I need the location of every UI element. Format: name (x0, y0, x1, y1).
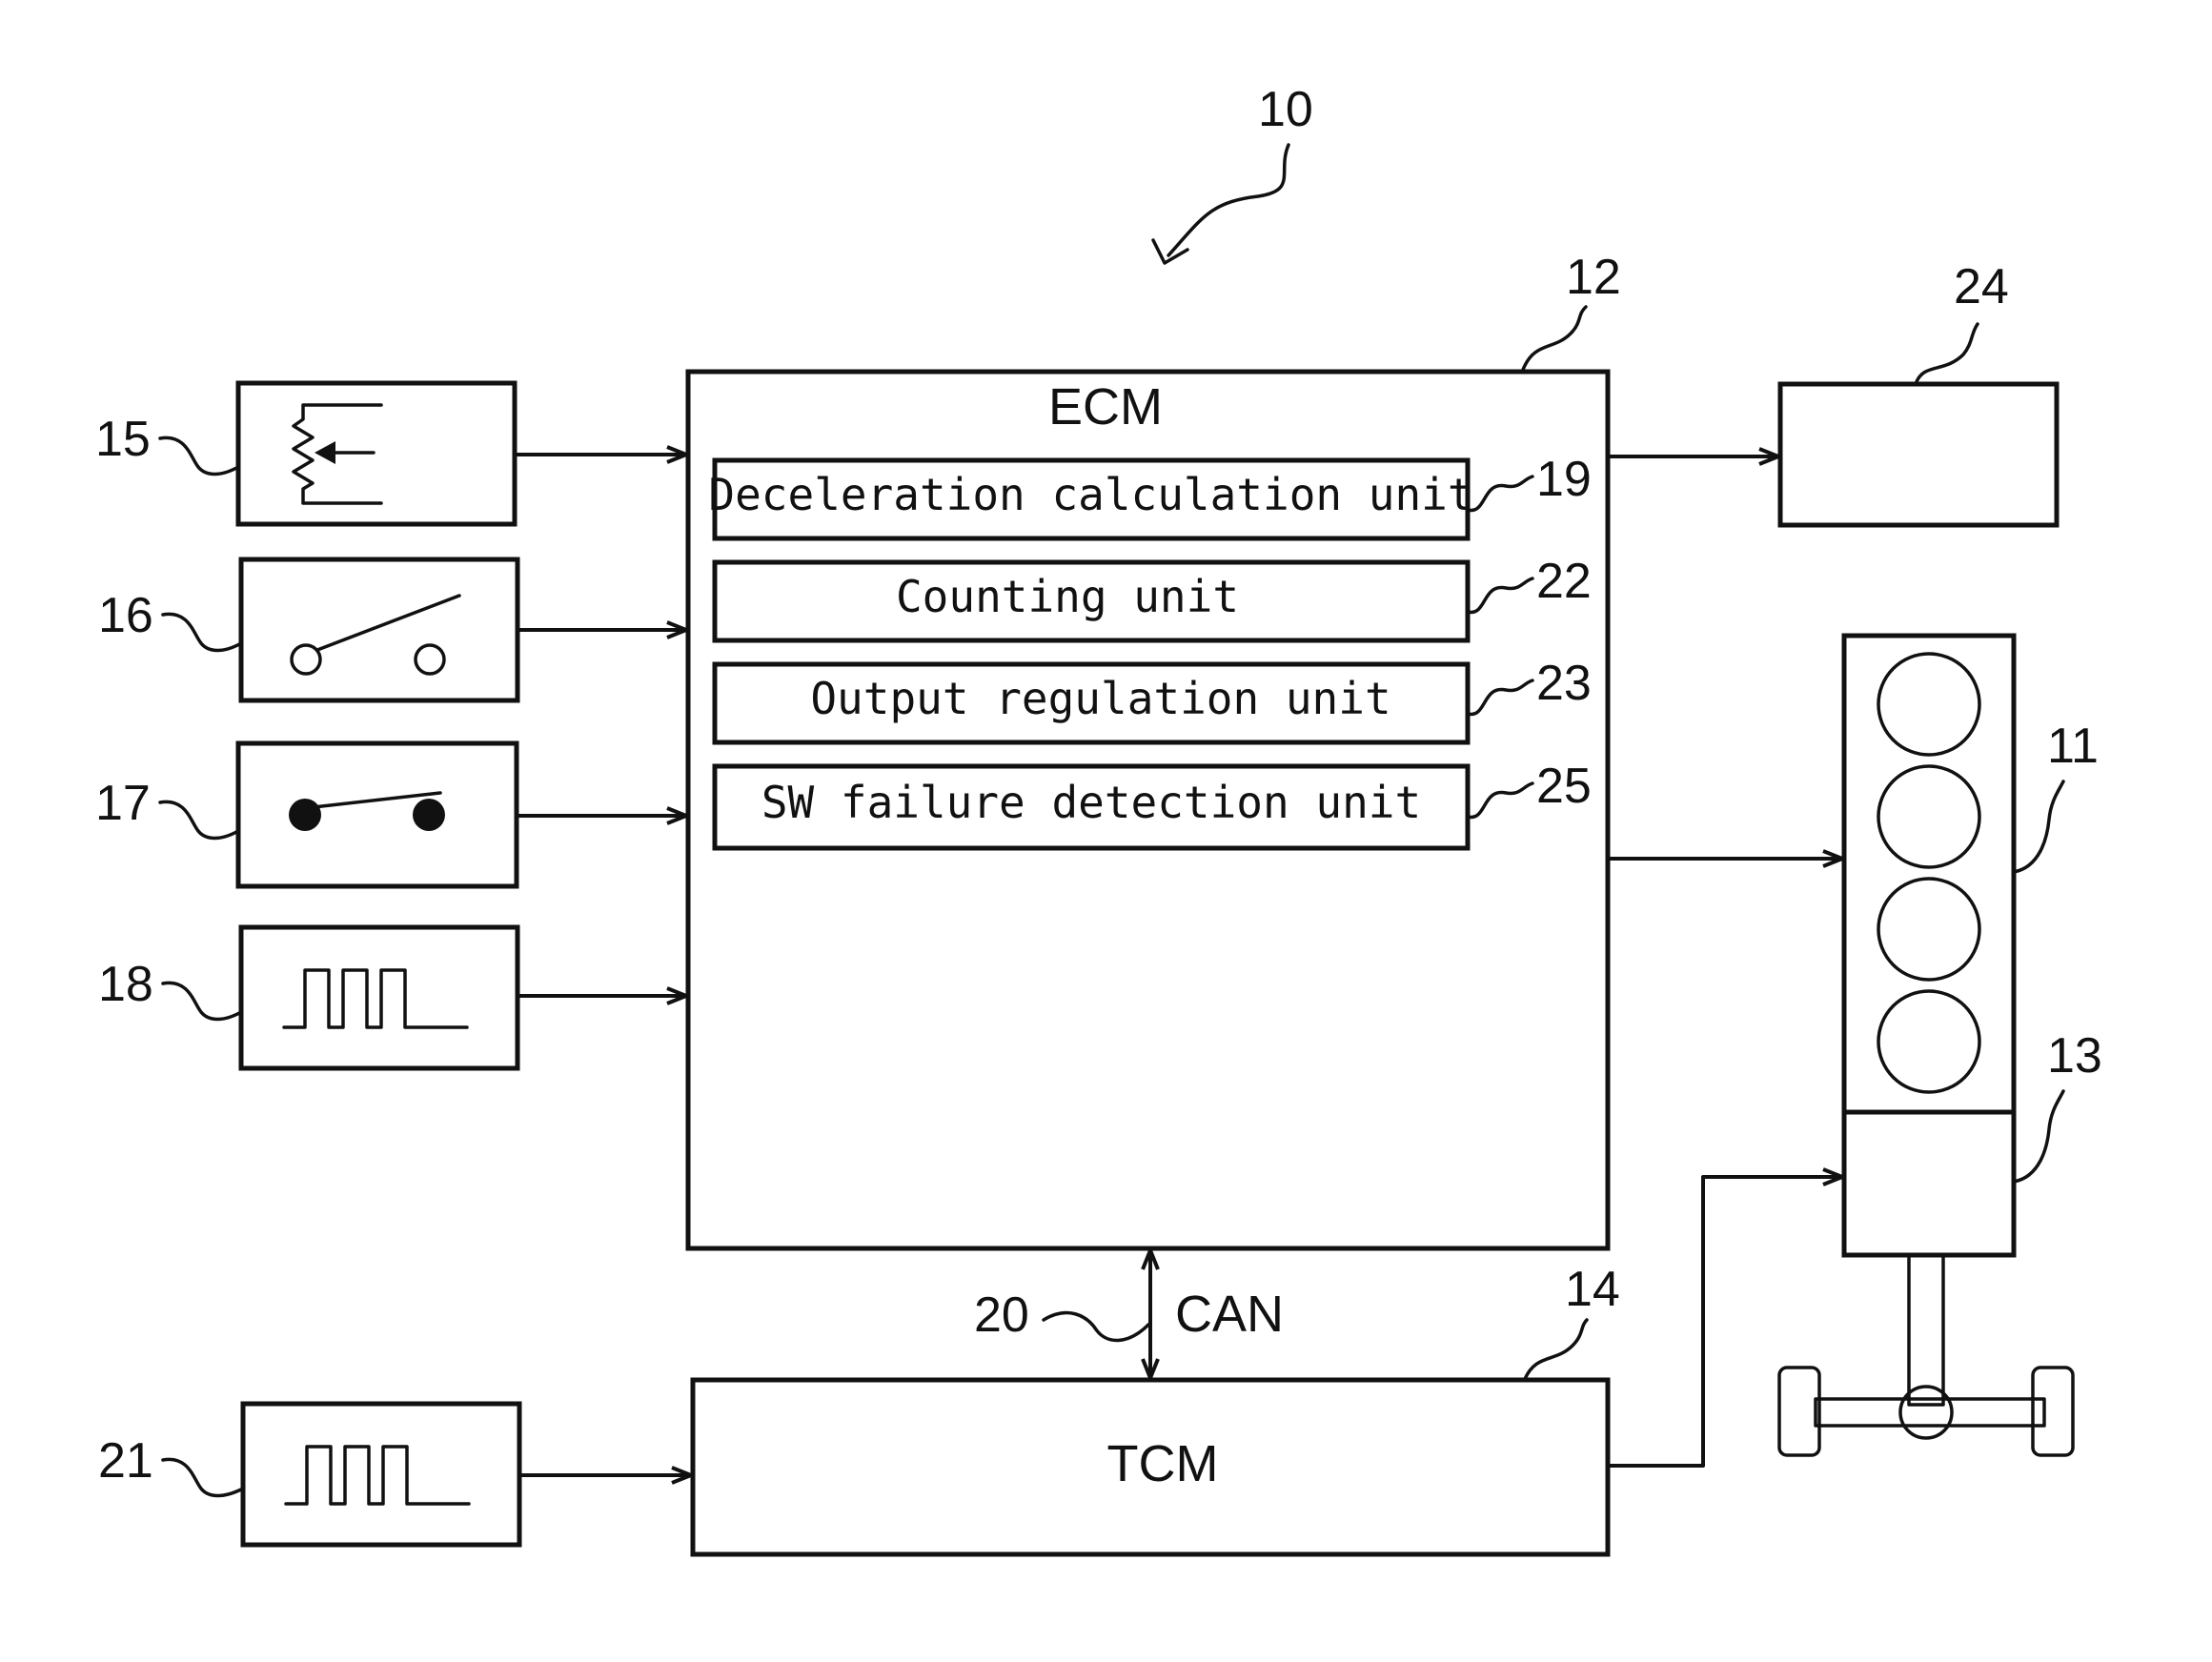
engine-block (1844, 636, 2014, 1112)
unit-label-counting: Counting unit (896, 571, 1239, 622)
output-device-24: 24 (1608, 259, 2057, 525)
input-ref-leader-18 (163, 983, 241, 1019)
powertrain: 11 13 (1608, 636, 2102, 1466)
input-sensor-21: 21 (98, 1404, 691, 1545)
ecm-block: ECM 12 (688, 250, 1621, 1248)
input-ref-leader-16 (163, 614, 241, 650)
input-ref-leader-17 (160, 801, 238, 838)
output-ref-24: 24 (1954, 259, 2009, 314)
input-sensor-15: 15 (95, 383, 686, 524)
unit-ref-22: 22 (1536, 554, 1592, 609)
ecm-title: ECM (1048, 378, 1163, 436)
output-box-24 (1780, 384, 2057, 525)
input-ref-17: 17 (95, 776, 151, 831)
drive-axle-icon (1779, 1255, 2073, 1455)
tcm-title: TCM (1107, 1435, 1219, 1492)
can-bus: CAN 20 (974, 1250, 1284, 1378)
input-ref-21: 21 (98, 1433, 153, 1489)
unit-label-deceleration: Deceleration calculation unit (708, 469, 1473, 520)
tcm-to-transmission-arrow (1608, 1177, 1842, 1466)
unit-ref-19: 19 (1536, 452, 1592, 507)
transmission-ref-leader-13 (2014, 1091, 2063, 1182)
unit-ref-25: 25 (1536, 759, 1592, 814)
input-sensor-17: 17 (95, 743, 686, 886)
engine-ref-leader-11 (2014, 781, 2063, 872)
ecm-ref-label: 12 (1566, 250, 1621, 305)
input-box-18 (241, 927, 517, 1068)
system-ref-label: 10 (1258, 82, 1313, 137)
input-box-16 (241, 559, 517, 700)
engine-ref-11: 11 (2047, 719, 2099, 774)
transmission-block (1844, 1112, 2014, 1255)
input-ref-15: 15 (95, 412, 151, 467)
input-ref-16: 16 (98, 588, 153, 643)
ecm-ref-leader (1523, 307, 1586, 370)
input-box-17 (238, 743, 517, 886)
input-ref-leader-21 (163, 1459, 243, 1495)
tcm-block: TCM 14 (693, 1262, 1620, 1554)
output-ref-leader-24 (1916, 324, 1978, 384)
system-reference: 10 (1153, 82, 1313, 263)
tcm-ref-14: 14 (1565, 1262, 1620, 1317)
can-bus-ref-leader-20 (1044, 1313, 1148, 1341)
can-bus-ref-20: 20 (974, 1287, 1029, 1343)
system-ref-leader (1168, 145, 1289, 255)
input-sensor-18: 18 (98, 927, 686, 1068)
transmission-ref-13: 13 (2047, 1028, 2102, 1084)
input-box-21 (243, 1404, 519, 1545)
input-ref-18: 18 (98, 957, 153, 1012)
can-bus-label: CAN (1175, 1286, 1284, 1343)
input-ref-leader-15 (160, 437, 238, 474)
tcm-ref-leader-14 (1525, 1320, 1587, 1379)
unit-label-sw-failure: SW failure detection unit (761, 777, 1421, 828)
input-sensor-16: 16 (98, 559, 686, 700)
unit-label-output-regulation: Output regulation unit (810, 673, 1390, 724)
unit-ref-23: 23 (1536, 656, 1592, 711)
